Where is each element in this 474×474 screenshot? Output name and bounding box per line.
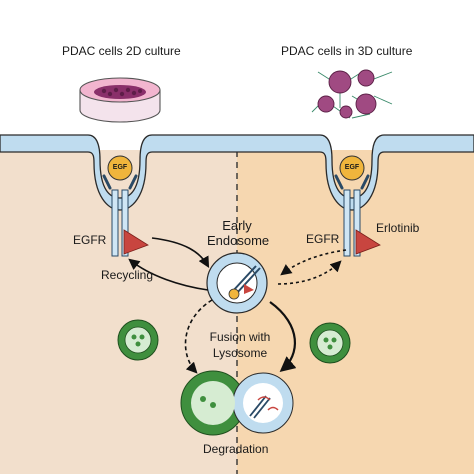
early-endosome-line-1: Early bbox=[222, 218, 252, 233]
early-endosome bbox=[206, 252, 268, 314]
header-2d-culture: PDAC cells 2D culture bbox=[62, 44, 181, 58]
spheroid-culture-icon bbox=[311, 69, 393, 119]
egfr-label-right: EGFR bbox=[306, 232, 340, 246]
petri-dish-icon bbox=[79, 77, 161, 123]
egfr-label-left: EGFR bbox=[73, 233, 107, 247]
degradation-compartment bbox=[180, 370, 294, 436]
spheroid bbox=[317, 95, 335, 113]
egfr-receptor-right bbox=[334, 155, 381, 257]
plasma-membrane bbox=[0, 134, 474, 211]
internalization-arrow-right bbox=[280, 249, 347, 276]
spheroid bbox=[357, 69, 375, 87]
lysosome-left bbox=[117, 319, 159, 361]
egf-label-left: EGF bbox=[112, 164, 128, 171]
egf-label-right: EGF bbox=[344, 164, 360, 171]
erlotinib-triangle-right bbox=[355, 229, 381, 255]
degradation-arrow-right bbox=[269, 301, 297, 372]
degradation-label: Degradation bbox=[203, 442, 269, 456]
lysosome-right bbox=[309, 322, 351, 364]
header-3d-culture: PDAC cells in 3D culture bbox=[281, 44, 413, 58]
recycling-arrow-right bbox=[277, 260, 342, 285]
arrows bbox=[128, 237, 347, 374]
fusion-label: Fusion with Lysosome bbox=[208, 329, 272, 361]
erlotinib-triangle-left bbox=[123, 229, 149, 255]
fusion-line-2: Lysosome bbox=[212, 346, 268, 360]
internalization-arrow-left bbox=[151, 237, 210, 268]
fusion-line-1: Fusion with bbox=[209, 330, 271, 344]
erlotinib-label: Erlotinib bbox=[376, 221, 420, 235]
early-endosome-line-2: Endosome bbox=[207, 233, 270, 248]
egf-ligand-right bbox=[339, 155, 365, 181]
egfr-receptor-left bbox=[102, 155, 149, 257]
early-endosome-label: Early Endosome bbox=[207, 218, 270, 248]
recycling-arrow bbox=[128, 258, 209, 291]
spheroid bbox=[328, 70, 352, 94]
spheroid bbox=[355, 93, 377, 115]
egf-ligand-left bbox=[107, 155, 133, 181]
degradation-arrow-left bbox=[184, 299, 213, 374]
recycling-label: Recycling bbox=[101, 268, 154, 282]
spheroid bbox=[339, 105, 353, 119]
